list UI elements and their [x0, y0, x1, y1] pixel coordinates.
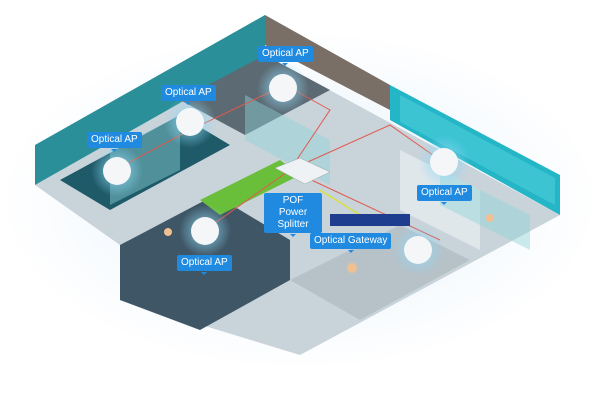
window-strip — [400, 95, 555, 205]
top-room-wall — [265, 15, 390, 110]
person — [347, 263, 357, 273]
label-optical-ap: Optical AP — [417, 185, 472, 205]
label-optical-gateway: Optical Gateway — [310, 233, 392, 253]
fiber-yellow — [319, 189, 361, 216]
optical-ap-icon — [257, 62, 309, 114]
person — [486, 214, 494, 222]
optical-ap-icon — [164, 96, 216, 148]
green-panel — [200, 160, 300, 215]
label-pof-power-splitter: POF Power Splitter — [264, 193, 322, 237]
optical-ap-icon — [418, 136, 470, 188]
pof-splitter-device — [274, 157, 331, 185]
optical-gateway-device — [330, 214, 410, 226]
label-optical-ap: Optical AP — [161, 85, 216, 105]
optical-ap-icon — [91, 145, 143, 197]
label-optical-ap: Optical AP — [177, 255, 232, 275]
optical-ap-icon — [179, 205, 231, 257]
label-optical-ap: Optical AP — [87, 132, 142, 152]
optical-ap-icon — [392, 224, 444, 276]
label-optical-ap: Optical AP — [258, 46, 313, 66]
person — [164, 228, 172, 236]
